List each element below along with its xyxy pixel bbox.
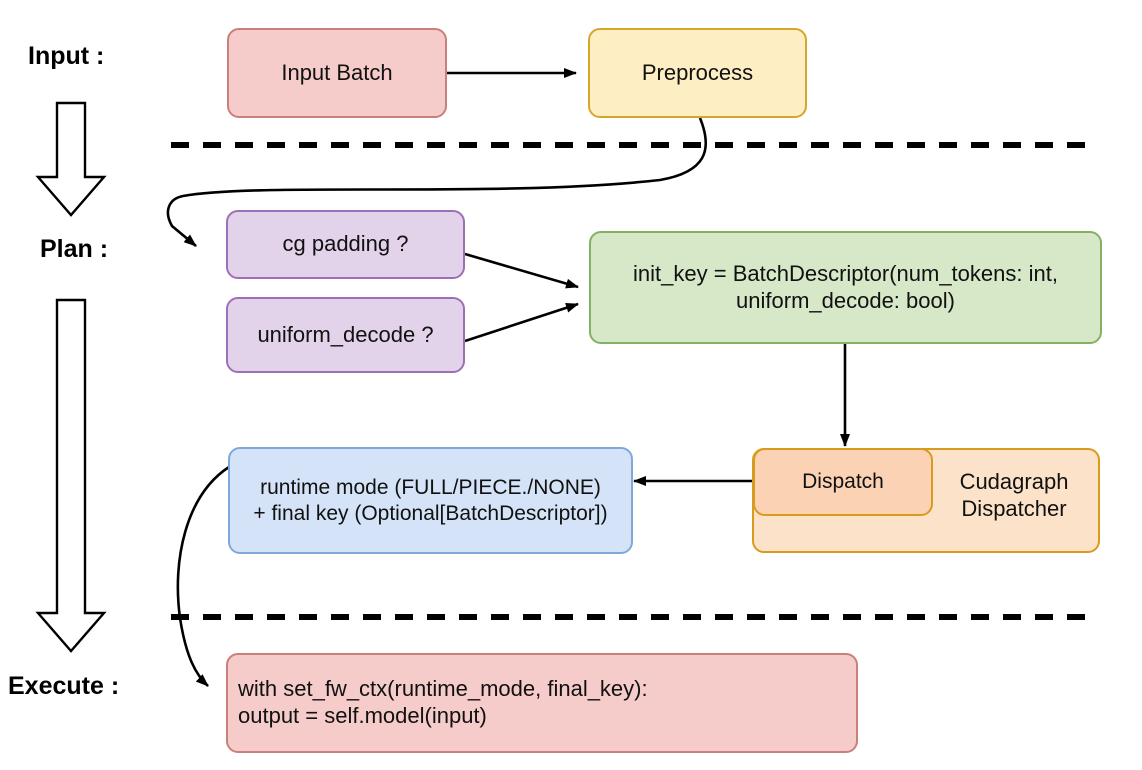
execute-code-line1: with set_fw_ctx(runtime_mode, final_key)… [238, 676, 648, 702]
node-input-batch[interactable]: Input Batch [227, 28, 447, 118]
node-uniform-decode[interactable]: uniform_decode ? [226, 297, 465, 373]
stage-label-plan: Plan : [40, 235, 109, 263]
edge-cg-padding-to-init-key [464, 252, 579, 289]
edge-runtime-mode-to-execute-code [176, 465, 230, 687]
input-to-plan-arrow [35, 101, 107, 217]
cudagraph-dispatcher-line2: Dispatcher [961, 496, 1067, 521]
node-init-key-line1: init_key = BatchDescriptor(num_tokens: i… [633, 260, 1058, 286]
node-cg-padding[interactable]: cg padding ? [226, 210, 465, 279]
node-preprocess[interactable]: Preprocess [588, 28, 807, 118]
node-init-key-line2: uniform_decode: bool) [736, 287, 955, 313]
edge-uniform-decode-to-init-key [464, 302, 579, 343]
node-dispatch[interactable]: Dispatch [753, 448, 933, 516]
node-runtime-mode[interactable]: runtime mode (FULL/PIECE./NONE) + final … [228, 447, 633, 554]
node-execute-code[interactable]: with set_fw_ctx(runtime_mode, final_key)… [226, 653, 858, 753]
node-init-key[interactable]: init_key = BatchDescriptor(num_tokens: i… [589, 231, 1102, 344]
stage-label-execute: Execute : [8, 672, 120, 700]
cudagraph-dispatcher-line1: Cudagraph [959, 468, 1069, 494]
execute-code-line2: output = self.model(input) [238, 703, 487, 728]
stage-label-input: Input : [28, 42, 105, 70]
plan-to-execute-arrow [35, 298, 107, 653]
node-runtime-mode-line2: + final key (Optional[BatchDescriptor]) [253, 501, 608, 525]
node-cudagraph-dispatcher-label: Cudagraph Dispatcher [932, 455, 1096, 535]
node-runtime-mode-line1: runtime mode (FULL/PIECE./NONE) [260, 475, 601, 499]
